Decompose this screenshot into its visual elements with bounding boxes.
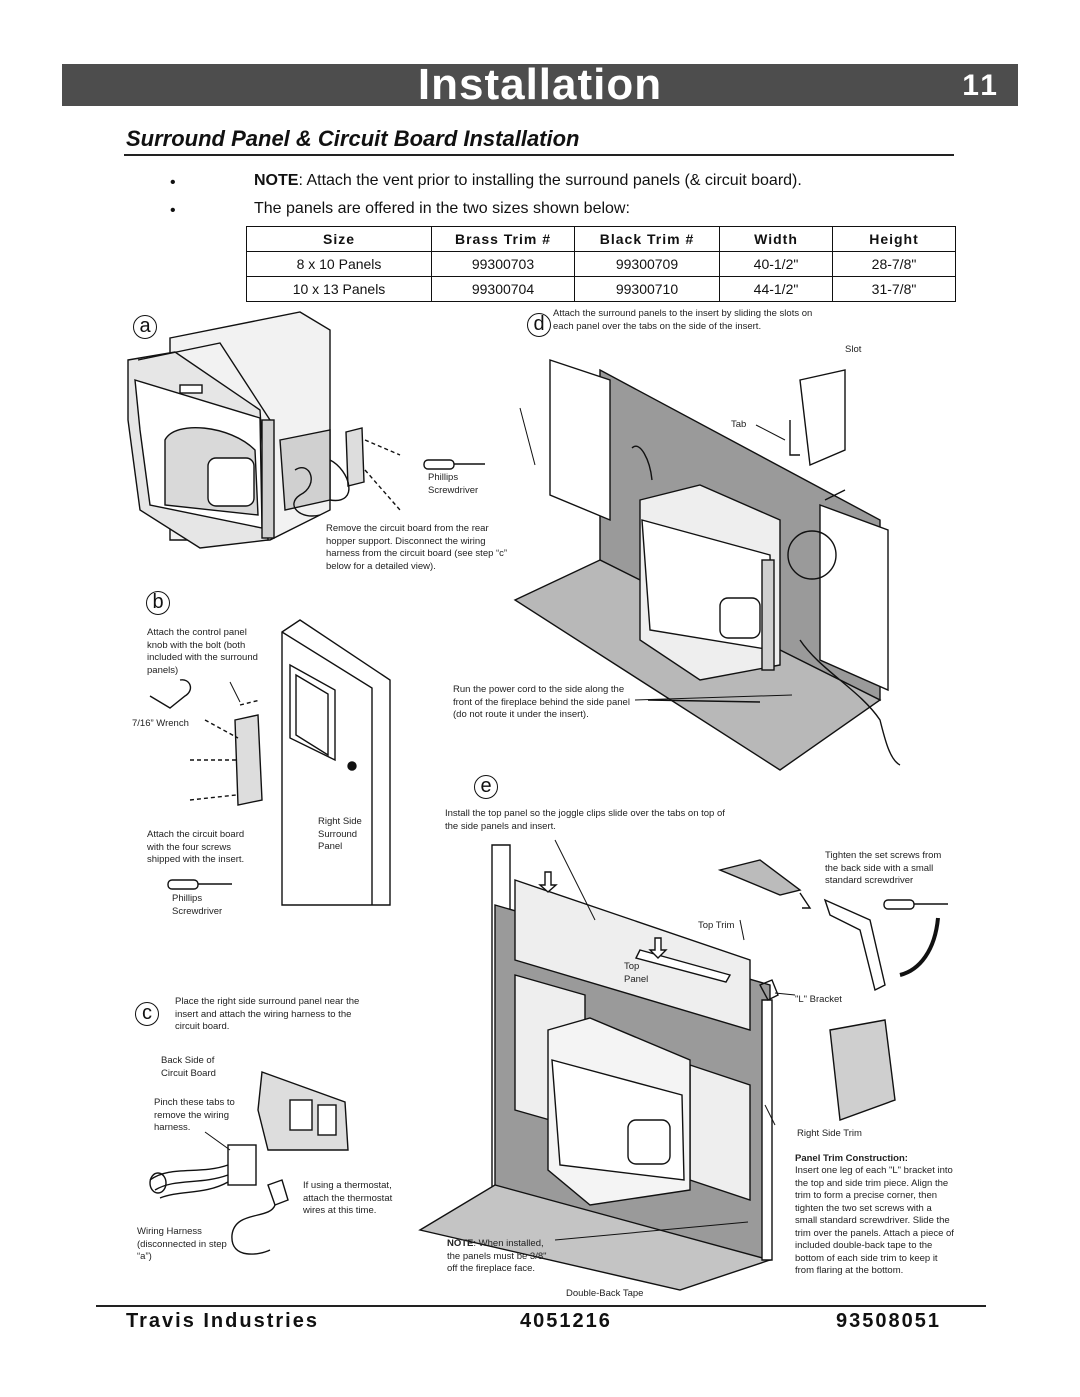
note-label: NOTE (254, 172, 299, 189)
illustration-step-a (127, 311, 485, 549)
table-cell: 10 x 13 Panels (246, 276, 432, 302)
step-e-marker: e (474, 775, 498, 799)
slot-label: Slot (845, 344, 862, 355)
wiring-harness-label: Wiring Harness (disconnected in step “a”… (137, 1226, 227, 1262)
panel-size-table: Size Brass Trim # Black Trim # Width Hei… (246, 226, 956, 302)
table-row: 10 x 13 Panels 99300704 99300710 44-1/2"… (246, 276, 956, 302)
thermostat-label: If using a thermostat, attach the thermo… (303, 1180, 393, 1216)
page-title: Installation (417, 60, 663, 109)
top-panel-label: Top Panel (624, 961, 649, 985)
section-title: Surround Panel & Circuit Board Installat… (126, 126, 580, 151)
footer-rule (96, 1305, 986, 1307)
table-cell: 44-1/2" (719, 276, 833, 302)
header-bar (62, 64, 1018, 106)
power-cord-caption: Run the power cord to the side along the… (453, 684, 630, 720)
table-cell: 99300704 (431, 276, 575, 302)
table-cell: 8 x 10 Panels (246, 251, 432, 277)
pinch-tabs-label: Pinch these tabs to remove the wiring ha… (154, 1097, 235, 1133)
bullet-icon: • (170, 202, 176, 219)
step-e-note-label: NOTE (447, 1238, 474, 1249)
step-d-caption: Attach the surround panels to the insert… (553, 308, 813, 332)
right-side-trim-label: Right Side Trim (797, 1128, 862, 1139)
panel-trim-construction-title: Panel Trim Construction: (795, 1153, 908, 1164)
table-cell: 40-1/2" (719, 251, 833, 277)
section-rule (124, 154, 954, 156)
step-a-marker: a (133, 315, 157, 339)
step-a-caption: Remove the circuit board from the rear h… (326, 523, 508, 572)
double-back-tape-label: Double-Back Tape (566, 1288, 644, 1299)
step-e-note: NOTE: When installed, the panels must be… (447, 1238, 559, 1276)
illustration-step-c (149, 1071, 349, 1255)
step-e-note-text: : When installed, the panels must be 3/8… (447, 1238, 547, 1274)
top-trim-label: Top Trim (698, 920, 735, 931)
table-cell: 99300703 (431, 251, 575, 277)
phillips-screwdriver-label: Phillips Screwdriver (172, 893, 223, 917)
table-header: Height (832, 226, 956, 252)
table-cell: 31-7/8" (832, 276, 956, 302)
table-cell: 28-7/8" (832, 251, 956, 277)
phillips-screwdriver-label: Phillips Screwdriver (428, 472, 479, 496)
circuit-board-caption: Attach the circuit board with the four s… (147, 829, 245, 865)
table-header: Width (719, 226, 833, 252)
illustration-step-e (418, 844, 948, 1291)
step-c-caption: Place the right side surround panel near… (175, 996, 360, 1032)
bullet-icon: • (170, 174, 176, 191)
footer-company: Travis Industries (126, 1310, 319, 1332)
table-cell: 99300710 (574, 276, 720, 302)
step-b-marker: b (146, 591, 170, 615)
back-side-label: Back Side of Circuit Board (161, 1055, 216, 1079)
table-header: Size (246, 226, 432, 252)
l-bracket-label: "L" Bracket (795, 994, 842, 1005)
step-d-marker: d (527, 313, 551, 337)
note-text: : Attach the vent prior to installing th… (298, 172, 802, 189)
page-number: 11 (962, 69, 1000, 102)
note-panels: The panels are offered in the two sizes … (254, 200, 630, 217)
wrench-label: 7/16” Wrench (132, 718, 189, 729)
tab-label: Tab (731, 419, 747, 430)
illustration-step-d (513, 359, 901, 771)
knob-caption: Attach the control panel knob with the b… (147, 627, 258, 676)
note-vent: NOTE: Attach the vent prior to installin… (254, 172, 802, 190)
footer-code-2: 93508051 (836, 1310, 941, 1332)
footer-code-1: 4051216 (520, 1310, 612, 1332)
step-c-marker: c (135, 1002, 159, 1026)
set-screws-label: Tighten the set screws from the back sid… (825, 850, 942, 886)
table-row: 8 x 10 Panels 99300703 99300709 40-1/2" … (246, 251, 956, 277)
table-cell: 99300709 (574, 251, 720, 277)
panel-trim-construction-text: Insert one leg of each "L" bracket into … (795, 1165, 954, 1276)
right-side-panel-label: Right Side Surround Panel (318, 816, 362, 852)
step-e-caption: Install the top panel so the joggle clip… (445, 808, 725, 832)
illustration-step-b (149, 619, 391, 906)
